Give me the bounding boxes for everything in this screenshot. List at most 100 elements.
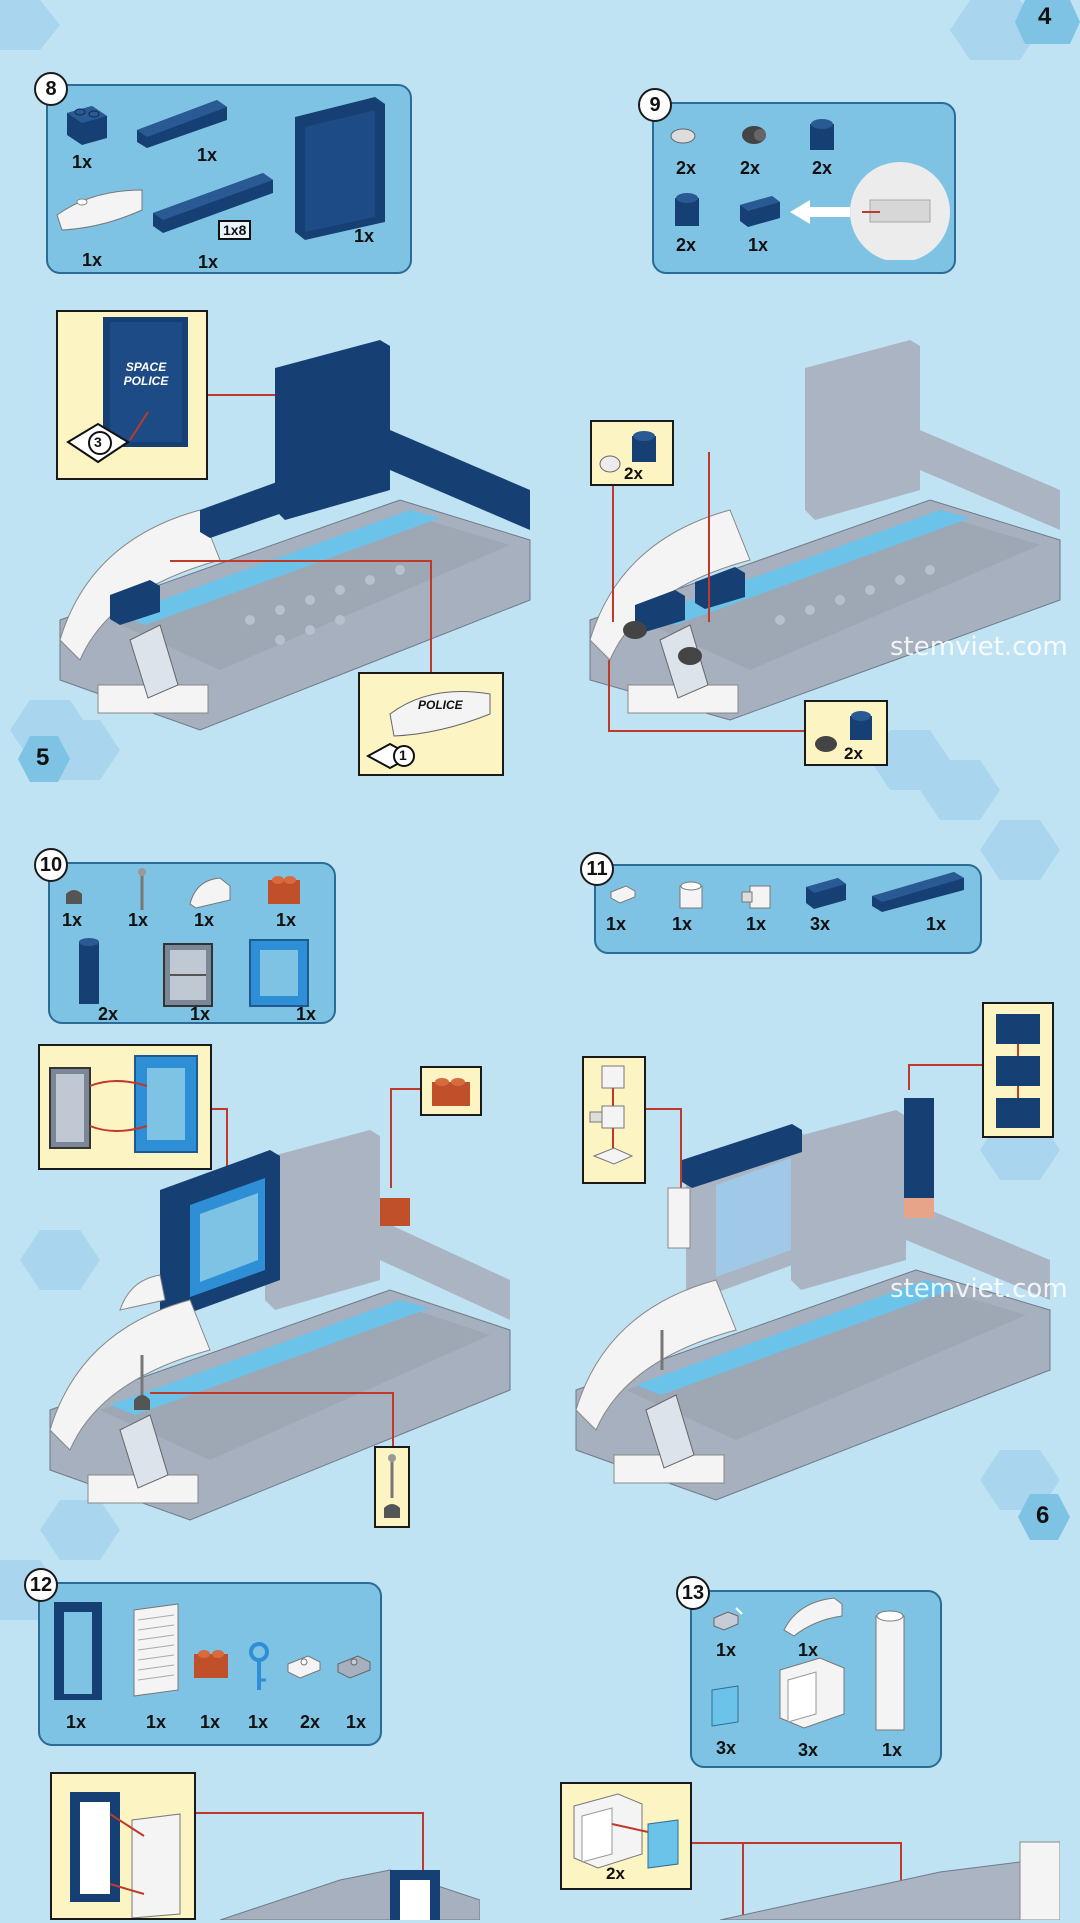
- plate-clip-gray-icon: [337, 1655, 371, 1679]
- blue-bricks-stack-callout: [982, 1002, 1054, 1138]
- step-13-number: 13: [676, 1576, 710, 1610]
- step-8-qty-2: 1x: [197, 145, 218, 165]
- watermark-top: stemviet.com: [890, 632, 1068, 662]
- step-10-qty-7: 1x: [296, 1004, 317, 1024]
- step-8-qty-4: 1x: [198, 252, 219, 272]
- step-11-qty-4: 3x: [810, 914, 831, 934]
- tile-1x1-gray-icon: [713, 1607, 743, 1631]
- tile-and-brick-icon: [599, 431, 656, 473]
- step-12-qty-2: 1x: [146, 1712, 167, 1732]
- shutter-door-white-icon: [133, 1603, 179, 1697]
- step-8-qty-3: 1x: [82, 250, 103, 270]
- step-12-qty-3: 1x: [200, 1712, 221, 1732]
- step-13-qty-3: 3x: [716, 1738, 737, 1758]
- sticker-3-label: 3: [94, 434, 102, 450]
- antenna-callout: [374, 1446, 410, 1528]
- page-number-right: 6: [1036, 1502, 1050, 1529]
- window-assembly-icon: [49, 1055, 198, 1153]
- section-hexagon-right: [1018, 1494, 1070, 1540]
- white-bricks-arrow-h: [646, 1108, 680, 1110]
- step-8-qty-1: 1x: [72, 152, 93, 172]
- cupboard-white-icon: [779, 1657, 845, 1729]
- spaceship-base-model-step10: [49, 1130, 511, 1521]
- cupboard-pane-icon: [573, 1793, 679, 1869]
- window-arrow-horizontal: [212, 1108, 228, 1110]
- police-arrow-vertical: [430, 562, 432, 672]
- window-assembly-callout: [38, 1044, 212, 1170]
- panel-wall-dark-blue-icon: [295, 97, 385, 240]
- police-slope-icon: [365, 691, 491, 770]
- assembly-detail-circle-icon: [790, 162, 950, 260]
- police-label: POLICE: [418, 698, 463, 712]
- page-badge-hexagon: [1015, 0, 1080, 44]
- red-brick-arrow-v: [390, 1088, 392, 1188]
- blue-stack-arrow-v: [908, 1064, 910, 1090]
- page-number-top: 4: [1038, 3, 1052, 30]
- cupboard-arrow-h: [692, 1842, 902, 1844]
- step-13-qty-1: 1x: [716, 1640, 737, 1660]
- door-arrow-v: [422, 1812, 424, 1882]
- step-8-1x8-label: 1x8: [218, 220, 252, 240]
- step-10-qty-2: 1x: [128, 910, 149, 930]
- door-frame-dark-blue-icon: [54, 1602, 102, 1700]
- red-brick-arrow-h: [390, 1088, 420, 1090]
- slope-white-icon: [56, 189, 143, 231]
- step-10-number: 10: [34, 848, 68, 882]
- section-hexagon-left: [18, 736, 70, 782]
- spaceship-base-model-step8: [59, 340, 531, 731]
- brick-1x2-dark-blue-icon: [740, 196, 780, 227]
- watermark-bottom: stemviet.com: [890, 1274, 1068, 1304]
- step-13-qty-2: 1x: [798, 1640, 819, 1660]
- headlight-bottom-arrow-v: [608, 660, 610, 732]
- brick-1x1x3-dark-blue-icon: [79, 938, 99, 1004]
- step-12-qty-6: 1x: [346, 1712, 367, 1732]
- headlight-bottom-arrow-h: [608, 730, 804, 732]
- brick-1x1-clip-white-icon: [741, 885, 771, 909]
- headlight-top-arrow-b: [708, 452, 710, 622]
- spaceship-base-model-step9: [589, 340, 1061, 721]
- slope-white-small-icon: [189, 877, 231, 909]
- headlight-brick-icon: [815, 711, 872, 752]
- brick-1x1-white-icon: [679, 881, 703, 909]
- step-10-qty-4: 1x: [276, 910, 297, 930]
- red-brick-callout: [420, 1066, 482, 1116]
- step-13-qty-5: 1x: [882, 1740, 903, 1760]
- antenna-assembly-icon: [384, 1454, 400, 1518]
- round-cone-dark-gray-icon: [66, 890, 82, 904]
- police-slope-sticker-callout: POLICE 1: [358, 672, 504, 776]
- cupboard-pane-callout: 2x: [560, 1782, 692, 1890]
- white-bricks-arrow-v: [680, 1108, 682, 1220]
- page-number-left: 5: [36, 744, 50, 771]
- brick-1x1-side-stud-dark-blue-icon: [675, 193, 699, 226]
- blue-bricks-stack-icon: [996, 1014, 1040, 1128]
- step-8-number: 8: [34, 72, 68, 106]
- key-tool-blue-icon: [249, 1642, 269, 1690]
- antenna-arrow-v: [392, 1392, 394, 1446]
- brick-1x6-dark-blue-icon: [137, 100, 227, 148]
- round-tile-white-icon: [670, 128, 696, 144]
- step-11-qty-3: 1x: [746, 914, 767, 934]
- plate-1x1-white-icon: [610, 885, 636, 904]
- step-12-qty-1: 1x: [66, 1712, 87, 1732]
- door-assembly-icon: [70, 1792, 181, 1919]
- brick-1x2-red-brown-step12-icon: [194, 1650, 228, 1678]
- cupboard-arrow-v1: [742, 1842, 744, 1920]
- brick-2x2-dark-blue-icon: [67, 106, 107, 145]
- sticker-arrow-line: [208, 394, 276, 396]
- step-10-qty-1: 1x: [62, 910, 83, 930]
- headlight-dark-gray-icon: [742, 126, 766, 144]
- callout-2x-cupboard: 2x: [606, 1864, 625, 1883]
- spaceship-partial-model-step13: [720, 1841, 1060, 1920]
- step-11-qty-5: 1x: [926, 914, 947, 934]
- step-9-qty-3: 2x: [812, 158, 833, 178]
- sticker-1-label: 1: [399, 747, 407, 763]
- spaceship-partial-model-step12: [220, 1869, 480, 1920]
- red-brick-icon: [432, 1078, 470, 1106]
- window-frame-blue-icon: [249, 939, 309, 1007]
- step-9-qty-5: 1x: [748, 235, 769, 255]
- step-11-qty-2: 1x: [672, 914, 693, 934]
- step-11-number: 11: [580, 852, 614, 886]
- callout-2x-bottom: 2x: [844, 744, 863, 763]
- step-9-number: 9: [638, 88, 672, 122]
- spaceship-base-model-step11: [575, 1098, 1051, 1501]
